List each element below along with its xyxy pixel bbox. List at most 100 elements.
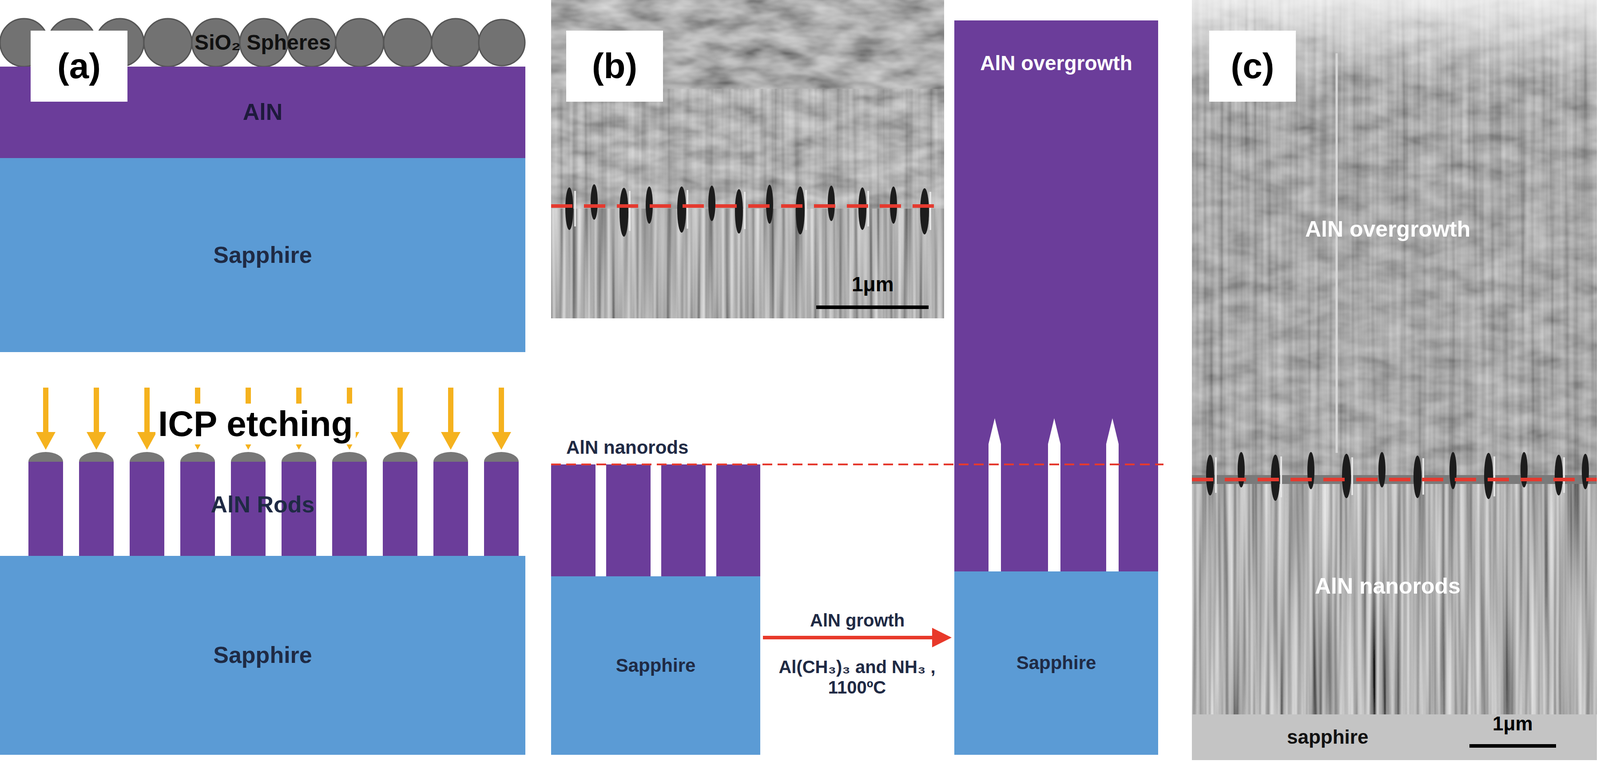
process-arrow (762, 627, 952, 648)
void (920, 188, 930, 235)
void-edge (929, 191, 932, 231)
sphere (383, 18, 432, 67)
sphere-cap (382, 452, 418, 462)
void-edge (574, 190, 576, 227)
sapphire-substrate: Sapphire (551, 576, 761, 755)
void-spike (1106, 418, 1119, 572)
etch-arrow (491, 387, 512, 450)
node-text: Sapphire (213, 242, 313, 269)
sapphire-substrate: Sapphire (954, 571, 1159, 755)
node-text: (b) (591, 45, 638, 87)
sphere-cap (180, 452, 215, 462)
aln-rod (382, 461, 418, 556)
void-edge (1280, 456, 1283, 498)
sem-sapphire (1191, 714, 1597, 761)
scale-bar-label: 1μm (1492, 712, 1533, 736)
layer-label: AlN nanorods (1314, 573, 1461, 600)
aln-rod (606, 464, 651, 577)
aln-rod (28, 461, 64, 556)
sem-texture (1191, 0, 1597, 476)
void (734, 189, 743, 234)
void-edge (628, 190, 631, 231)
sphere-caps (28, 452, 519, 462)
sphere-cap (484, 452, 519, 462)
node-text: Sapphire (213, 642, 313, 669)
sem-streaks (1191, 0, 1597, 476)
panel-label: (b) (566, 30, 664, 102)
node-text: AlN nanorods (566, 436, 689, 459)
aln-rod (716, 464, 761, 577)
sem-crack (1335, 53, 1338, 453)
sphere (335, 18, 384, 67)
sphere-cap (433, 452, 469, 462)
panel-label: (c) (1209, 30, 1296, 102)
aln-rod (661, 464, 706, 577)
void-edge (743, 191, 746, 230)
void (708, 185, 716, 222)
void-edge (1214, 457, 1217, 493)
void (1520, 452, 1528, 488)
void (1554, 454, 1563, 496)
void (1378, 452, 1386, 488)
aln-overgrowth-region: AlN overgrowth (954, 20, 1159, 572)
sphere-cap (230, 452, 266, 462)
aln-rod (551, 464, 596, 577)
node-text: (a) (57, 45, 101, 87)
void (1307, 452, 1315, 490)
node-text: Sapphire (1016, 652, 1097, 674)
sapphire-substrate: Sapphire (0, 555, 526, 755)
panel-label: (a) (30, 30, 128, 102)
void (858, 187, 867, 231)
etch-arrow (86, 387, 107, 450)
sem-ground (1191, 0, 1597, 761)
sem-voids (565, 184, 930, 237)
sem-texture (551, 0, 945, 209)
aln-rod (129, 461, 165, 556)
edge-label: AlN growth (809, 610, 905, 631)
sphere-cap (28, 452, 64, 462)
void-edge (805, 190, 807, 231)
sem-streaks (1191, 484, 1597, 715)
sapphire-substrate: Sapphire (0, 158, 526, 353)
void-spike (1048, 418, 1061, 572)
aln-rod (484, 461, 519, 556)
sem-voids (1206, 452, 1589, 501)
sphere (478, 19, 525, 66)
void (590, 184, 598, 220)
sem-streaks (551, 208, 945, 319)
void-edges (1215, 456, 1565, 498)
void (1449, 452, 1457, 490)
scale-bar (816, 305, 929, 310)
void (795, 186, 805, 235)
arrow-shaft (762, 635, 934, 640)
interface-dashed-line (1191, 477, 1597, 482)
aln-rod (332, 461, 367, 556)
sphere-cap (129, 452, 165, 462)
aln-rods (28, 461, 519, 556)
etch-arrow (390, 387, 410, 450)
sphere-cap (79, 452, 114, 462)
aln-overgrowth-layer (954, 20, 1159, 572)
void-edges (575, 190, 931, 231)
void (619, 187, 629, 237)
sem-image-c (1191, 0, 1597, 761)
void (1413, 455, 1422, 499)
layer-label: AlN overgrowth (1305, 216, 1471, 243)
sem-image-b (551, 0, 945, 319)
height-dashed-line (551, 463, 1164, 466)
sem-ground (551, 0, 945, 319)
process-label: ICP etching (155, 403, 356, 445)
etch-arrow (137, 387, 157, 450)
void (565, 187, 574, 231)
sphere (143, 18, 192, 67)
node-text: SiO₂ Spheres (194, 30, 331, 55)
node-text: AlN (242, 99, 283, 126)
node-text: Sapphire (615, 655, 696, 677)
coalescence-voids (988, 418, 1119, 572)
void-edge (1563, 457, 1565, 493)
node-text: AlN overgrowth (980, 51, 1132, 76)
node-text: AlN Rods (210, 491, 315, 519)
aln-nanorods-region: AlN nanorods (551, 464, 761, 577)
aln-rod (433, 461, 469, 556)
